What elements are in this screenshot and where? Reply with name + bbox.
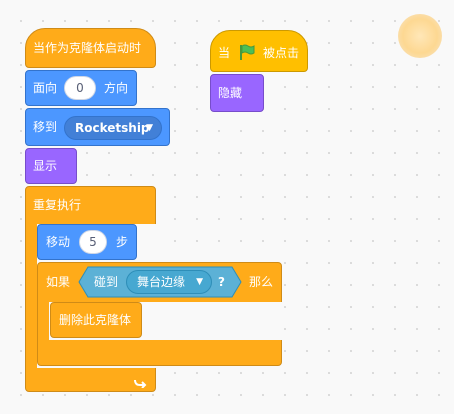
touching-target-value: 舞台边缘 xyxy=(137,275,186,289)
goto-label: 移到 xyxy=(33,120,58,134)
show-label: 显示 xyxy=(33,159,58,173)
clone-hat-label: 当作为克隆体启动时 xyxy=(33,41,142,55)
dropdown-caret-icon: ▼ xyxy=(196,277,203,287)
if-label: 如果 xyxy=(46,275,71,289)
touching-target-dropdown[interactable]: 舞台边缘 ▼ xyxy=(126,270,212,294)
hide-label: 隐藏 xyxy=(218,86,243,100)
flag-hat-block[interactable] xyxy=(210,30,308,72)
delete-clone-label: 删除此克隆体 xyxy=(59,313,132,327)
move-suffix: 步 xyxy=(116,235,129,249)
goto-target-dropdown[interactable]: Rocketship ▼ xyxy=(64,116,162,140)
hide-block[interactable] xyxy=(210,74,264,112)
flag-hat-when-label: 当 xyxy=(218,46,231,60)
goto-target-value: Rocketship xyxy=(75,121,150,135)
forever-label: 重复执行 xyxy=(33,198,82,212)
if-then-label: 那么 xyxy=(249,275,274,289)
flag-hat-clicked-label: 被点击 xyxy=(263,46,300,60)
direction-input[interactable]: 0 xyxy=(64,76,96,100)
sprite-glow-orb xyxy=(398,14,442,58)
move-label: 移动 xyxy=(46,235,71,249)
show-block[interactable] xyxy=(25,148,77,184)
steps-input[interactable]: 5 xyxy=(79,230,107,254)
dropdown-caret-icon: ▼ xyxy=(146,123,153,133)
touching-label: 碰到 xyxy=(94,275,119,289)
loop-arrow-icon xyxy=(131,370,149,389)
point-direction-suffix: 方向 xyxy=(104,81,129,95)
clone-hat-block[interactable] xyxy=(25,28,156,68)
touching-question-mark: ? xyxy=(218,275,225,289)
delete-clone-block[interactable] xyxy=(50,302,142,338)
green-flag-icon xyxy=(236,42,256,62)
point-direction-label: 面向 xyxy=(33,81,58,95)
